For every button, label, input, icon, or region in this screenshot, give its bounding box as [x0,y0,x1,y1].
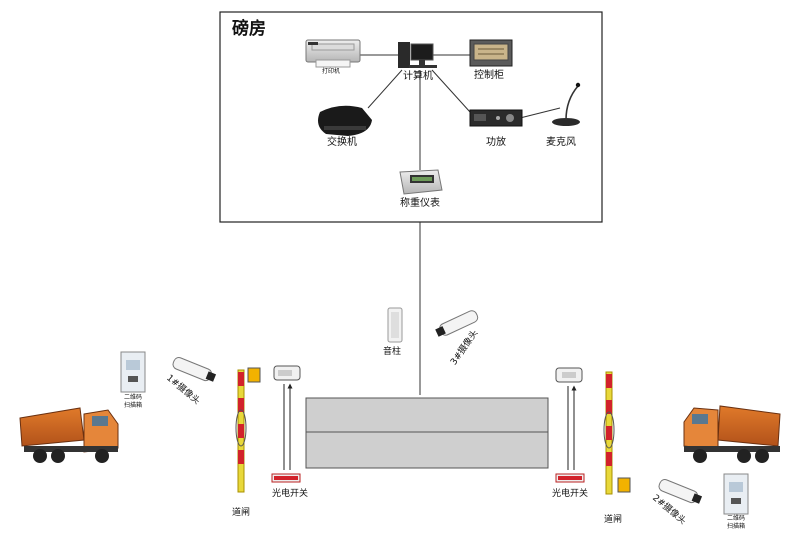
speaker-column-label: 音柱 [383,347,402,357]
camera-1-icon [172,357,217,382]
weighing-indicator-icon [399,169,443,195]
printer-icon [305,39,361,68]
weighing-indicator-label: 称重仪表 [400,198,440,209]
photoelectric-receiver-right-icon [555,473,585,483]
printer-label: 打印机 [322,68,341,75]
computer-icon [398,42,437,68]
photoelectric-emitter-right-icon [555,367,583,383]
barrier-gate-left-icon [235,367,261,493]
amplifier-label: 功放 [486,137,506,148]
amplifier-icon [469,109,523,127]
barrier-gate-right-icon [603,371,631,495]
weighbridge-platform [305,397,549,469]
camera-3-icon [435,310,479,337]
barrier-gate-left-label: 道闸 [232,508,251,518]
weighbridge-room-title: 磅房 [232,19,266,39]
qr-scanner-right-label-2: 扫描箱 [727,523,746,530]
qr-scanner-right-icon [723,473,749,515]
photo-switch-left-label: 光电开关 [272,489,309,499]
microphone-icon [552,82,581,126]
photoelectric-beam-right [567,385,577,470]
control-cabinet-label: 控制柜 [474,70,504,81]
photoelectric-beam-left [283,383,293,470]
qr-scanner-left-label-2: 扫描箱 [124,402,143,409]
control-cabinet-icon [469,39,513,67]
qr-scanner-right-label-1: 二维码 [727,515,746,522]
photo-switch-right-label: 光电开关 [552,489,589,499]
qr-scanner-left-label-1: 二维码 [124,394,143,401]
dump-truck-left-icon [19,407,119,463]
speaker-column-icon [387,307,403,343]
switch-label: 交换机 [327,137,357,148]
photoelectric-emitter-left-icon [273,365,301,381]
room-connections [360,54,561,395]
barrier-gate-right-label: 道闸 [604,515,623,525]
dump-truck-right-icon [683,405,781,463]
photoelectric-receiver-left-icon [271,473,301,483]
computer-label: 计算机 [403,71,433,82]
qr-scanner-left-icon [120,351,146,393]
camera-2-icon [658,479,703,504]
microphone-label: 麦克风 [546,137,576,148]
network-switch-icon [318,105,372,136]
